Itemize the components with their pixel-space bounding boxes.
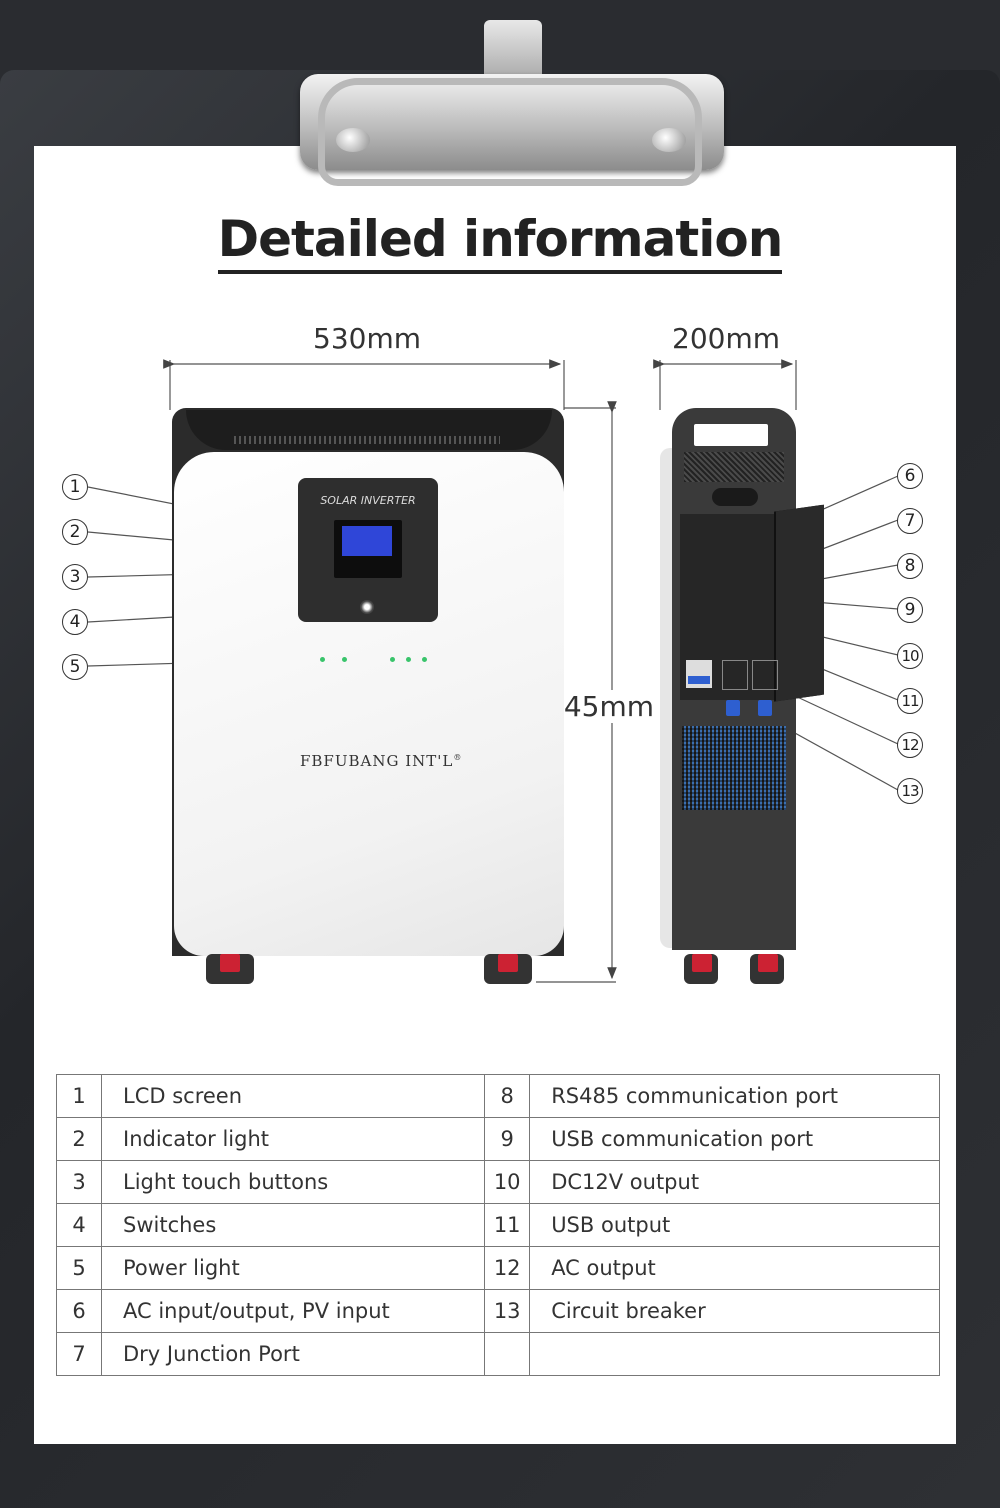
top-handle [186,410,552,450]
ac-socket [752,660,778,690]
item-number: 8 [484,1074,531,1118]
table-row: 7 Dry Junction Port [56,1332,940,1376]
item-number: 12 [484,1246,531,1290]
status-led [406,657,411,662]
item-label: AC output [529,1246,940,1290]
item-label: USB communication port [529,1117,940,1161]
power-switch [360,600,374,614]
item-label: AC input/output, PV input [100,1289,486,1333]
table-row: 5 Power light 12 AC output [56,1246,940,1290]
wheel [484,954,532,984]
callout-6: 6 [897,463,923,489]
wheel [750,954,784,984]
item-number: 6 [56,1289,102,1333]
side-grip [712,488,758,506]
port-door [776,504,824,702]
callout-4: 4 [62,609,88,635]
item-label: RS485 communication port [529,1074,940,1118]
callout-3: 3 [62,564,88,590]
item-number: 9 [484,1117,531,1161]
item-label: Indicator light [100,1117,486,1161]
item-number: 13 [484,1289,531,1333]
table-row: 6 AC input/output, PV input 13 Circuit b… [56,1289,940,1333]
clipboard-clip [300,74,724,170]
item-label: Light touch buttons [100,1160,486,1204]
component-table: 1 LCD screen 8 RS485 communication port … [56,1074,940,1376]
wheel [684,954,718,984]
callout-2: 2 [62,519,88,545]
empty-cell [484,1332,531,1376]
item-number: 4 [56,1203,102,1247]
item-number: 2 [56,1117,102,1161]
power-light [320,657,325,662]
item-label: Dry Junction Port [100,1332,486,1376]
plug [758,700,772,716]
width-dimension: 530mm [313,322,421,355]
item-number: 7 [56,1332,102,1376]
item-number: 10 [484,1160,531,1204]
item-label: LCD screen [100,1074,486,1118]
callout-5: 5 [62,654,88,680]
callout-7: 7 [897,508,923,534]
item-number: 11 [484,1203,531,1247]
plug [726,700,740,716]
status-led [342,657,347,662]
page-title: Detailed information [0,210,1000,274]
empty-cell [529,1332,940,1376]
ac-socket [722,660,748,690]
item-label: Power light [100,1246,486,1290]
callout-13: 13 [897,778,923,804]
item-label: DC12V output [529,1160,940,1204]
item-number: 3 [56,1160,102,1204]
clip-tab [484,20,542,80]
handle-vent [234,436,500,444]
item-number: 1 [56,1074,102,1118]
item-label: USB output [529,1203,940,1247]
brand-name: FBFUBANG INT'L [300,752,454,770]
table-row: 2 Indicator light 9 USB communication po… [56,1117,940,1161]
side-handle [694,424,768,446]
table-row: 4 Switches 11 USB output [56,1203,940,1247]
clip-rivet [652,128,686,152]
callout-9: 9 [897,597,923,623]
callout-10: 10 [897,643,923,669]
item-number: 5 [56,1246,102,1290]
status-led [422,657,427,662]
table-row: 1 LCD screen 8 RS485 communication port [56,1074,940,1118]
side-vent [684,452,784,482]
status-led [390,657,395,662]
clip-rivet [336,128,370,152]
depth-dimension: 200mm [672,322,780,355]
wheel [206,954,254,984]
callout-8: 8 [897,553,923,579]
brand-label: FBFUBANG INT'L® [300,752,462,770]
side-edge [660,448,674,948]
breaker-switch [688,676,710,684]
registered-mark: ® [453,753,463,762]
clip-wire [318,78,702,186]
table-row: 3 Light touch buttons 10 DC12V output [56,1160,940,1204]
callout-11: 11 [897,688,923,714]
lcd-display [342,526,392,556]
item-label: Switches [100,1203,486,1247]
cooling-grill [682,726,786,810]
panel-label: SOLAR INVERTER [320,494,416,507]
item-label: Circuit breaker [529,1289,940,1333]
callout-1: 1 [62,474,88,500]
callout-12: 12 [897,732,923,758]
